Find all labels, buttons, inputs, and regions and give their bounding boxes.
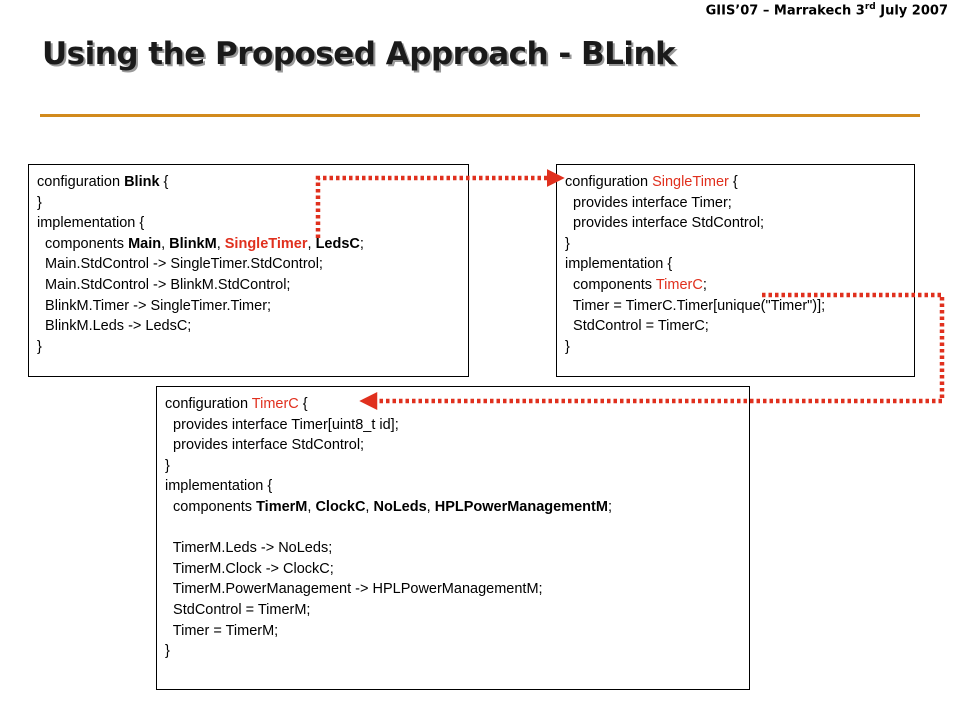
code-token: }: [37, 338, 42, 355]
code-token-highlight: BlinkM: [169, 235, 217, 252]
code-line: TimerM.PowerManagement -> HPLPowerManage…: [165, 579, 749, 600]
code-token: provides interface Timer;: [565, 194, 732, 211]
code-line: Timer = TimerM;: [165, 621, 749, 642]
code-line: provides interface Timer;: [565, 193, 914, 214]
code-line: }: [565, 234, 914, 255]
code-token: ,: [307, 235, 316, 252]
code-line: StdControl = TimerC;: [565, 316, 914, 337]
code-token: ,: [426, 498, 435, 515]
code-token: Timer = TimerM;: [165, 622, 279, 639]
code-token: }: [165, 457, 170, 474]
code-line: configuration Blink {: [37, 172, 468, 193]
code-token: ,: [216, 235, 225, 252]
header-superscript: rd: [864, 2, 876, 12]
code-token: ,: [307, 498, 316, 515]
code-token: provides interface StdControl;: [565, 215, 765, 232]
code-token-highlight: TimerC: [251, 396, 299, 412]
code-token-highlight: ClockC: [315, 498, 366, 515]
code-line: }: [37, 193, 468, 214]
code-token-highlight: Blink: [124, 174, 160, 190]
code-token: components: [37, 235, 129, 252]
code-line: provides interface Timer[uint8_t id];: [165, 415, 749, 436]
code-token: }: [165, 643, 170, 660]
code-line: configuration TimerC {: [165, 394, 749, 415]
code-token: StdControl = TimerC;: [565, 318, 709, 335]
code-token-highlight: SingleTimer: [224, 235, 308, 252]
code-token: }: [37, 194, 42, 211]
code-token: components: [565, 276, 656, 293]
code-token: {: [298, 396, 308, 412]
title-underline-rule: [40, 114, 920, 117]
code-token: configuration: [37, 174, 125, 190]
code-token: TimerM.Leds -> NoLeds;: [165, 540, 333, 557]
code-token: ,: [161, 235, 170, 252]
code-token: BlinkM.Leds -> LedsC;: [37, 318, 192, 335]
code-token: ;: [702, 276, 707, 293]
code-line: TimerM.Clock -> ClockC;: [165, 559, 749, 580]
code-token: provides interface Timer[uint8_t id];: [165, 416, 399, 433]
code-token: Timer = TimerC.Timer[unique("Timer")];: [565, 297, 826, 314]
code-line: Main.StdControl -> BlinkM.StdControl;: [37, 275, 468, 296]
code-line: provides interface StdControl;: [165, 435, 749, 456]
code-line: configuration SingleTimer {: [565, 172, 914, 193]
code-token: provides interface StdControl;: [165, 437, 365, 454]
conference-header: GIIS’07 – Marrakech 3rd July 2007: [706, 2, 948, 18]
code-line: TimerM.Leds -> NoLeds;: [165, 538, 749, 559]
code-token: Main.StdControl -> BlinkM.StdControl;: [37, 276, 291, 293]
code-token: ;: [607, 498, 612, 515]
code-line: }: [165, 456, 749, 477]
code-line: BlinkM.Timer -> SingleTimer.Timer;: [37, 296, 468, 317]
code-line: implementation {: [165, 476, 749, 497]
code-line: }: [565, 337, 914, 358]
header-text: GIIS’07 – Marrakech 3: [705, 3, 865, 19]
slide-title: Using the Proposed Approach - BLink: [42, 36, 676, 72]
code-token-highlight: SingleTimer: [652, 174, 729, 190]
code-token-highlight: NoLeds: [373, 498, 427, 515]
code-token: TimerM.Clock -> ClockC;: [165, 560, 334, 577]
code-token: configuration: [565, 174, 653, 190]
code-token: }: [565, 338, 570, 355]
code-token-highlight: Main: [128, 235, 162, 252]
header-date: July 2007: [875, 3, 948, 19]
code-line: Timer = TimerC.Timer[unique("Timer")];: [565, 296, 914, 317]
code-token: BlinkM.Timer -> SingleTimer.Timer;: [37, 297, 272, 314]
code-line: StdControl = TimerM;: [165, 600, 749, 621]
code-token: {: [728, 174, 738, 190]
code-token: TimerM.PowerManagement -> HPLPowerManage…: [165, 581, 543, 598]
code-token-highlight: TimerM: [256, 498, 308, 515]
code-line: components TimerC;: [565, 275, 914, 296]
code-line: [165, 518, 749, 539]
code-token-highlight: TimerC: [655, 276, 703, 293]
code-token: }: [565, 235, 570, 252]
code-token: components: [165, 498, 257, 515]
code-box-singletimer: configuration SingleTimer { provides int…: [556, 164, 915, 377]
code-line: components TimerM, ClockC, NoLeds, HPLPo…: [165, 497, 749, 518]
code-line: }: [37, 337, 468, 358]
code-token: ,: [365, 498, 374, 515]
code-line: provides interface StdControl;: [565, 213, 914, 234]
code-token: configuration: [165, 396, 252, 412]
code-box-timerc: configuration TimerC { provides interfac…: [156, 386, 750, 690]
code-box-blink: configuration Blink {} implementation { c…: [28, 164, 469, 377]
code-token: ;: [359, 235, 364, 252]
code-line: implementation {: [37, 213, 468, 234]
code-token-highlight: HPLPowerManagementM: [434, 498, 608, 515]
code-token-highlight: LedsC: [315, 235, 360, 252]
code-token: Main.StdControl -> SingleTimer.StdContro…: [37, 256, 323, 273]
code-line: BlinkM.Leds -> LedsC;: [37, 316, 468, 337]
code-token: implementation {: [37, 215, 145, 232]
code-line: components Main, BlinkM, SingleTimer, Le…: [37, 234, 468, 255]
code-token: StdControl = TimerM;: [165, 601, 311, 618]
code-token: {: [159, 174, 169, 190]
code-line: }: [165, 641, 749, 662]
code-token: implementation {: [565, 256, 673, 273]
code-line: implementation {: [565, 254, 914, 275]
code-token: implementation {: [165, 478, 273, 495]
code-line: Main.StdControl -> SingleTimer.StdContro…: [37, 254, 468, 275]
